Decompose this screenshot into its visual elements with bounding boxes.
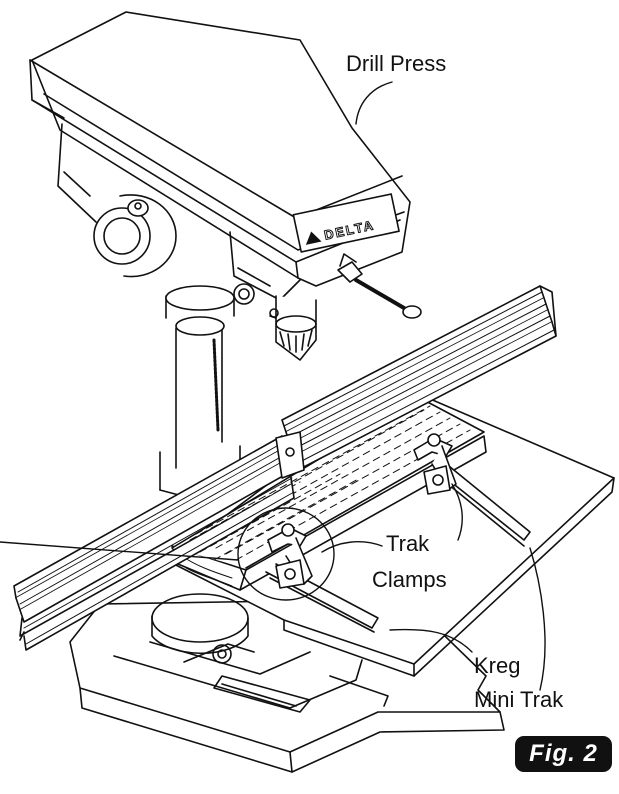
- leader-drill-press: [355, 81, 393, 125]
- leader-trak-rear: [451, 483, 463, 541]
- drill-press-table: [151, 385, 615, 677]
- drill-press-column: [159, 285, 241, 499]
- drill-press-head: [29, 11, 422, 361]
- fence-rail-joint: [275, 431, 305, 479]
- trak-clamps-label-line1: Trak: [386, 531, 430, 556]
- trak-clamp-rear: [413, 433, 457, 495]
- fence-rail: [13, 435, 295, 651]
- leader-mini-trak: [529, 547, 546, 691]
- detail-circle: [237, 507, 335, 601]
- kreg-mini-trak-label-line2: Mini Trak: [474, 687, 564, 712]
- trak-clamp-front: [267, 523, 313, 589]
- leader-trak-front: [321, 541, 383, 553]
- leader-left-detail: [0, 541, 239, 561]
- figure-badge: Fig. 2: [515, 736, 612, 772]
- kreg-mini-trak-label-line1: Kreg: [474, 653, 521, 678]
- drill-press-label: Drill Press: [346, 51, 447, 76]
- trak-clamps-label-line2: Clamps: [372, 567, 447, 592]
- leader-lines: [0, 81, 546, 691]
- leader-kreg: [389, 628, 473, 653]
